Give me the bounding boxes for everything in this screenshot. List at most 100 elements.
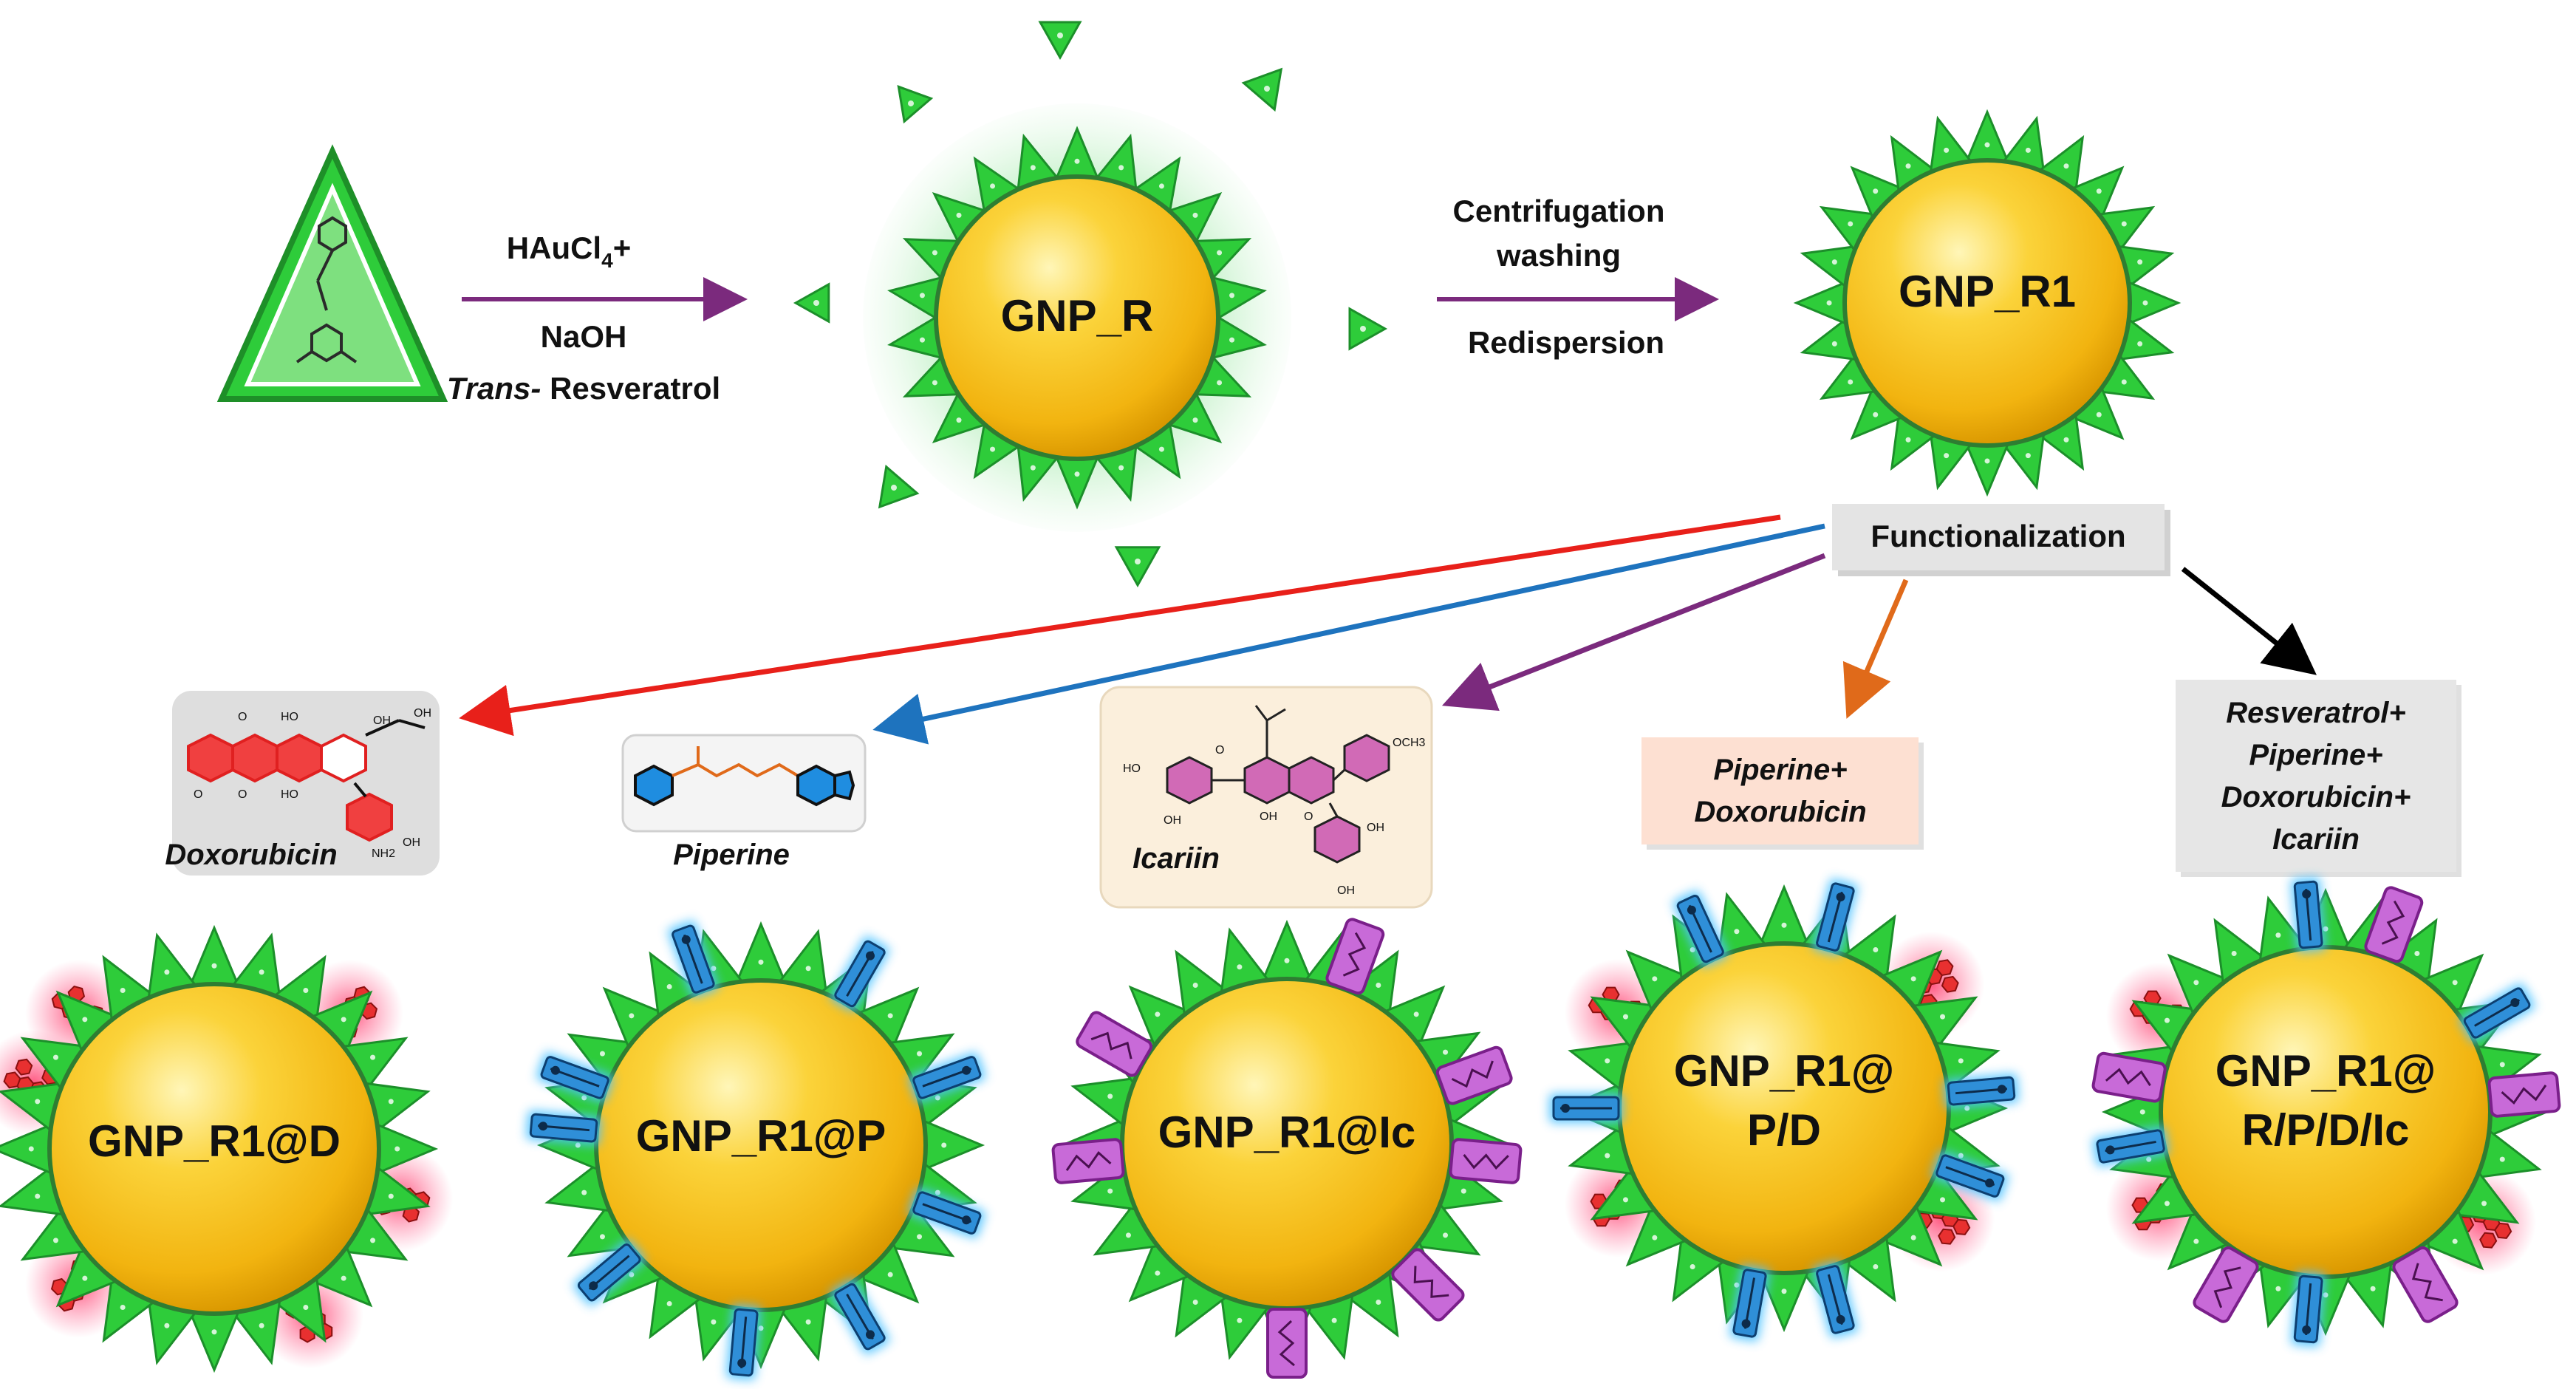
spike-dot (164, 969, 170, 975)
spike-dot (211, 1329, 217, 1335)
svg-text:OH: OH (1260, 810, 1277, 823)
spike (1793, 280, 1848, 326)
gnp-r1-particle (1793, 109, 2182, 497)
spike-dot (1781, 1289, 1787, 1294)
spike-dot (2025, 147, 2031, 153)
spike-dot (1984, 458, 1990, 464)
piperine-card: Piperine (621, 734, 867, 871)
spike-dot (2193, 1238, 2199, 1244)
spike-dot (1940, 1014, 1946, 1020)
spike-dot (1781, 922, 1787, 928)
spike-dot (1158, 183, 1164, 189)
combo-all-line3: Doxorubicin+ (2221, 781, 2411, 813)
product-gnp-r1-ic (1051, 918, 1523, 1379)
spike-dot (1192, 212, 1198, 218)
spike-dot (1622, 1014, 1628, 1020)
spike-dot (28, 1146, 34, 1152)
spike-dot (2481, 1201, 2487, 1207)
spike-dot (1940, 1197, 1946, 1203)
gnp-r-label: GNP_R (1001, 291, 1154, 341)
spike-dot (2139, 1109, 2145, 1115)
spike-dot (1443, 1049, 1449, 1055)
svg-text:HO: HO (1123, 762, 1141, 775)
piperine-rod (830, 1278, 890, 1355)
spike-dot (2414, 950, 2420, 956)
svg-text:OCH3: OCH3 (1393, 737, 1426, 749)
spike-dot (259, 1323, 264, 1328)
spike-dot (1831, 259, 1837, 265)
spike-dot (1192, 1300, 1198, 1306)
spike-dot (2275, 1286, 2281, 1291)
functionalization-label: Functionalization (1870, 519, 2125, 553)
gold-core (1124, 981, 1449, 1306)
icariin-rod (1266, 1308, 1308, 1379)
spike-dot (919, 337, 925, 343)
spike-dot (1984, 142, 1990, 148)
product-label-rpdic-line1: GNP_R1@ (2215, 1046, 2436, 1096)
spike-dot (1826, 300, 1832, 306)
spike-dot (341, 1017, 346, 1023)
icariin-rod (1076, 1011, 1153, 1077)
spike-dot (388, 1193, 394, 1199)
spike-dot (370, 1238, 376, 1243)
spike-dot (2025, 453, 2031, 459)
svg-text:OH: OH (1164, 814, 1181, 827)
gold-core (52, 986, 377, 1311)
spike (2126, 280, 2182, 326)
spike-dot (932, 380, 937, 386)
spike-dot (2137, 259, 2143, 265)
spike-dot (370, 1054, 376, 1060)
spike-dot (599, 1051, 605, 1057)
piperine-rod (1812, 878, 1859, 956)
all-combo-box: Resveratrol+ Piperine+ Doxorubicin+ Icar… (2176, 680, 2461, 877)
piperine-rod (2092, 1126, 2169, 1167)
spike-dot (1605, 1058, 1610, 1064)
spike-dot (758, 959, 764, 965)
spike-dot (941, 1142, 947, 1148)
spike-dot (1831, 341, 1837, 347)
piperine-rod (908, 1187, 985, 1238)
free-resveratrol-icon (1348, 307, 1388, 351)
icariin-rod (2193, 1246, 2259, 1323)
spike-dot (1158, 446, 1164, 452)
product-label-d: GNP_R1@D (88, 1116, 341, 1166)
combo-all-line1: Resveratrol+ (2226, 697, 2405, 729)
spike-dot (1652, 1235, 1658, 1240)
spike-dot (2370, 1286, 2376, 1291)
spike-dot (1873, 1264, 1879, 1270)
spike-dot (341, 1275, 346, 1281)
spike-dot (2063, 163, 2069, 169)
spike-dot (1155, 1270, 1161, 1276)
resveratrol-triangle-icon (216, 144, 448, 402)
spike-dot (1376, 1300, 1381, 1306)
piperine-rod (1931, 1150, 2009, 1201)
arrow-to-all-combo (2181, 567, 2317, 675)
svg-text:NH2: NH2 (372, 847, 395, 860)
spike-dot (1074, 158, 1080, 164)
spike-dot (887, 1013, 893, 1019)
piperine-rod (1673, 890, 1729, 967)
icariin-rod (2364, 886, 2424, 963)
spike-dot (1237, 1317, 1243, 1323)
spike-dot (2499, 1062, 2505, 1068)
piperine-rod (1943, 1073, 2020, 1109)
ligand-label: Trans- Resveratrol (447, 371, 720, 406)
product-label-ic: GNP_R1@Ic (1158, 1108, 1416, 1157)
icariin-rod (2091, 1051, 2167, 1103)
spike-dot (52, 1238, 58, 1243)
free-resveratrol-icon (897, 85, 934, 124)
spike-dot (164, 1323, 170, 1328)
spike-dot (990, 446, 996, 452)
spike-dot (82, 1275, 88, 1281)
base-label: NaOH (541, 319, 627, 354)
arrow-to-doxorubicin (459, 514, 1781, 737)
piperine-rod (573, 1239, 646, 1306)
spike-dot (388, 1099, 394, 1105)
spike-dot (956, 417, 962, 423)
spike-dot (2096, 412, 2102, 417)
piperine-rod (2459, 983, 2535, 1043)
free-resveratrol-icon (793, 282, 830, 324)
